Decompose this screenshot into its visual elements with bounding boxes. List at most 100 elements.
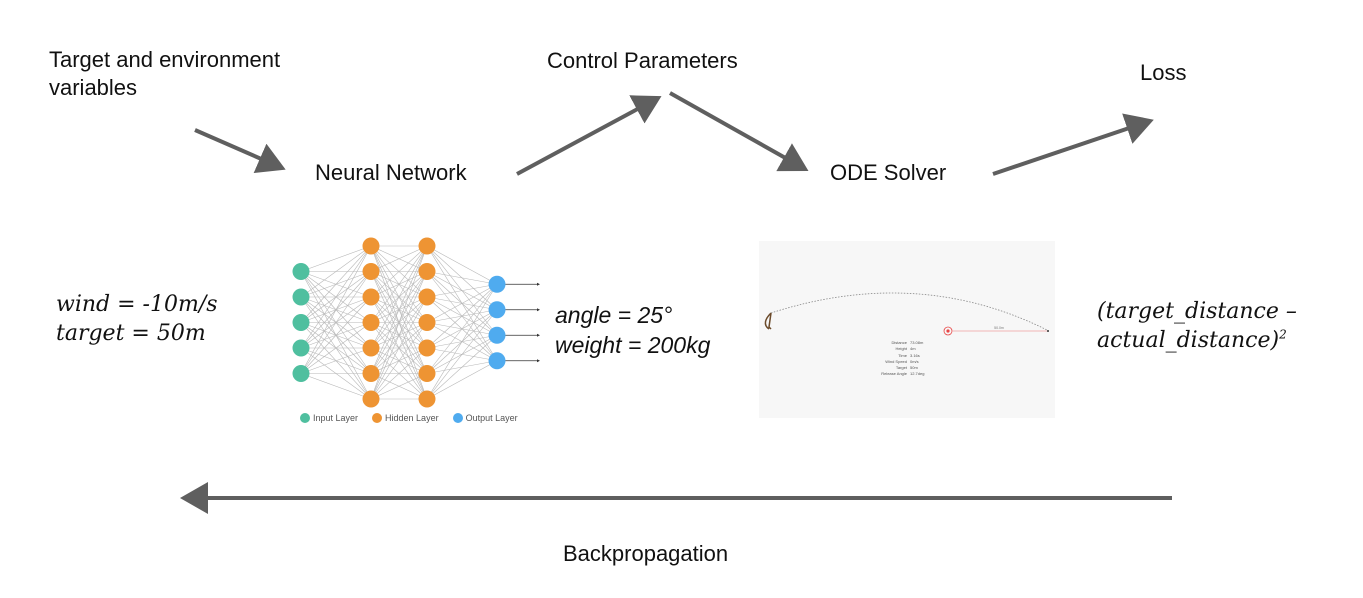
nn-legend: Input Layer Hidden Layer Output Layer xyxy=(300,413,518,423)
nn-node-hidden1 xyxy=(362,263,380,280)
ode-solver-label: ODE Solver xyxy=(830,160,947,185)
legend-output-layer: Output Layer xyxy=(452,413,518,423)
nn-node-input xyxy=(292,263,310,280)
weight-value: weight = 200kg xyxy=(555,332,711,358)
nn-node-hidden1 xyxy=(362,365,380,382)
nn-edge xyxy=(426,360,498,400)
hidden-layer-dot-icon xyxy=(372,413,383,423)
sim-stat-value: 0m/s xyxy=(910,358,919,364)
target-value: target = 50m xyxy=(56,321,206,346)
nn-edge xyxy=(300,296,372,374)
nn-node-input xyxy=(292,314,310,331)
input-layer-dot-icon xyxy=(300,413,310,423)
nn-edge xyxy=(370,245,428,349)
nn-edge xyxy=(426,283,498,298)
backpropagation-label: Backpropagation xyxy=(563,541,729,566)
nn-node-hidden1 xyxy=(362,288,380,306)
nn-output-arrowhead-icon xyxy=(537,333,540,337)
nn-edge xyxy=(426,335,498,400)
arrow-control-to-ode xyxy=(669,91,809,172)
sim-stat-value: 4m xyxy=(910,346,916,352)
control-values: angle = 25° weight = 200kg xyxy=(555,300,710,360)
nn-edge xyxy=(426,284,498,349)
sim-stat-key: Time xyxy=(898,352,907,358)
nn-edge xyxy=(300,245,372,374)
nn-edge xyxy=(426,283,498,323)
landing-point xyxy=(1047,330,1049,332)
neural-network-diagram xyxy=(292,237,540,408)
sim-stat-key: Wind Speed xyxy=(885,358,907,364)
inputs-label-line2: variables xyxy=(49,75,138,100)
sim-stat-value: 73.08m xyxy=(910,340,924,345)
nn-edge xyxy=(370,296,428,400)
nn-edge xyxy=(300,271,372,374)
nn-edge xyxy=(300,373,372,400)
loss-formula-base: actual_distance) xyxy=(1097,328,1280,353)
wind-value: wind = -10m/s xyxy=(56,292,218,317)
nn-edge xyxy=(370,245,428,323)
nn-node-hidden2 xyxy=(418,237,436,255)
arrow-nn-to-control xyxy=(516,95,662,176)
legend-input-label: Input Layer xyxy=(313,413,359,423)
sim-stat-key: Height xyxy=(895,346,907,352)
nn-edge xyxy=(426,284,498,374)
loss-formula-line1: (target_distance – xyxy=(1097,299,1297,324)
loss-label: Loss xyxy=(1140,60,1187,85)
nn-edge xyxy=(370,245,428,374)
nn-edge xyxy=(300,245,372,298)
nn-node-output xyxy=(488,326,506,344)
sim-stat-key: Target xyxy=(895,365,907,371)
input-values: wind = -10m/s target = 50m xyxy=(56,290,218,348)
arrow-inputs-to-nn xyxy=(194,128,286,174)
nn-node-hidden2 xyxy=(418,390,436,408)
inputs-label-line1: Target and environment xyxy=(49,47,281,72)
legend-input-layer: Input Layer xyxy=(300,413,358,423)
nn-edge xyxy=(370,347,428,400)
nn-output-arrowhead-icon xyxy=(537,308,540,312)
nn-node-input xyxy=(292,365,310,382)
legend-hidden-label: Hidden Layer xyxy=(385,413,439,423)
nn-edge xyxy=(426,271,498,285)
neural-network-label: Neural Network xyxy=(315,160,467,185)
nn-edge xyxy=(426,309,498,400)
loss-formula-line2: actual_distance)2 xyxy=(1097,326,1297,355)
trajectory-plot: 50.0m xyxy=(764,292,1049,336)
nn-edge xyxy=(370,245,428,272)
nn-node-hidden2 xyxy=(418,263,436,280)
trajectory-curve xyxy=(770,292,1048,331)
nn-node-output xyxy=(488,352,506,370)
sim-stat-key: Distance xyxy=(891,340,907,345)
nn-edge xyxy=(370,245,428,298)
inputs-label: Target and environment variables xyxy=(49,46,280,102)
target-line-label: 50.0m xyxy=(994,326,1004,330)
nn-output-arrowhead-icon xyxy=(537,359,540,363)
nn-node-hidden2 xyxy=(418,314,436,331)
output-layer-dot-icon xyxy=(452,413,463,423)
control-parameters-label: Control Parameters xyxy=(547,48,738,73)
sim-stat-value: 12.7deg xyxy=(910,371,925,377)
nn-node-hidden1 xyxy=(362,390,380,408)
nn-edge xyxy=(370,245,428,400)
nn-node-hidden1 xyxy=(362,314,380,331)
nn-node-input xyxy=(292,288,310,306)
nn-node-input xyxy=(292,339,310,357)
arrow-ode-to-loss xyxy=(992,113,1154,176)
nn-edge xyxy=(300,322,372,374)
nn-node-hidden1 xyxy=(362,339,380,357)
angle-value: angle = 25° xyxy=(555,302,673,328)
target-marker-center xyxy=(946,329,950,333)
loss-formula-exponent: 2 xyxy=(1279,327,1287,342)
nn-edge xyxy=(300,245,372,272)
loss-formula: (target_distance – actual_distance)2 xyxy=(1097,297,1297,355)
nn-output-arrowhead-icon xyxy=(537,282,540,286)
sim-stat-key: Release Angle xyxy=(881,371,907,377)
